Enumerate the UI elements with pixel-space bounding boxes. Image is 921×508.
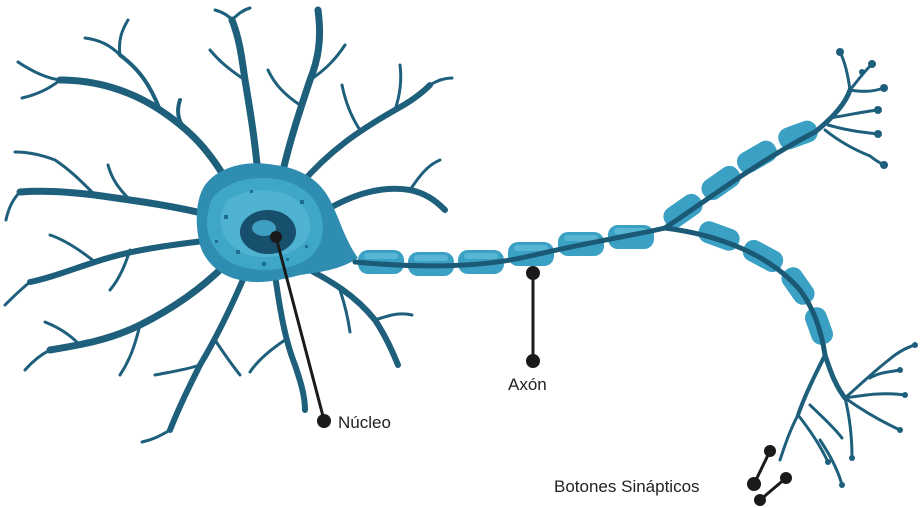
dendrite-branch <box>300 85 430 185</box>
terminal-branch <box>810 405 842 438</box>
dendrite-branch <box>60 80 232 190</box>
pointer-dot <box>747 477 761 491</box>
terminal-knob <box>880 84 888 92</box>
dendrite-branch <box>45 322 80 345</box>
terminal-branch <box>895 345 915 355</box>
terminal-branch <box>820 440 842 485</box>
pointer-dot <box>317 414 331 428</box>
terminal-branch <box>840 52 850 90</box>
terminal-branch <box>825 355 845 398</box>
terminal-branch <box>850 64 872 90</box>
dendrite-branch <box>15 152 55 160</box>
soma <box>197 163 358 282</box>
terminal-branch <box>798 415 828 462</box>
dendrite-branch <box>232 8 250 20</box>
terminal-branch <box>845 398 900 430</box>
myelin-sheath <box>358 118 836 348</box>
dendrite-branch <box>282 10 320 175</box>
terminal-knob <box>897 427 903 433</box>
terminal-branch <box>845 394 905 398</box>
dendrite-branch <box>215 340 240 375</box>
organelle-speck <box>305 245 308 248</box>
terminal-knob <box>902 392 908 398</box>
organelle-speck <box>250 190 253 193</box>
axon <box>355 118 836 355</box>
nucleus-label: Núcleo <box>338 413 391 432</box>
terminal-knob <box>849 455 855 461</box>
dendrite-branch <box>375 314 412 320</box>
pointer-dot <box>526 266 540 280</box>
terminal-knob <box>897 367 903 373</box>
terminal-branch <box>845 398 852 458</box>
dendrite-branch <box>85 38 120 55</box>
dendrite-branch <box>119 20 128 55</box>
pointer-dot <box>526 354 540 368</box>
dendrite-branch <box>18 62 60 80</box>
dendrite-branch <box>5 282 30 305</box>
dendrite-branch <box>232 20 258 175</box>
terminal-knob <box>836 48 844 56</box>
organelle-speck <box>300 200 304 204</box>
organelle-speck <box>236 250 240 254</box>
terminal-branch <box>825 130 870 156</box>
dendrite-branch <box>6 192 20 220</box>
terminal-knob <box>874 106 882 114</box>
myelin-highlights <box>364 228 648 261</box>
dendrite-branch <box>430 78 452 85</box>
axon-label: Axón <box>508 375 547 394</box>
dendrite-branch <box>25 350 50 370</box>
organelle-speck <box>215 240 218 243</box>
dendrite-branch <box>22 80 60 98</box>
pointers <box>270 231 792 506</box>
terminal-knob <box>868 60 876 68</box>
terminal-knob <box>912 342 918 348</box>
terminal-knob <box>859 69 865 75</box>
myelin-segment <box>697 162 744 204</box>
terminal-knob <box>825 459 831 465</box>
pointer-dot <box>764 445 776 457</box>
terminals-pointer <box>747 445 792 506</box>
terminal-branch <box>780 415 798 460</box>
axon-pointer <box>526 266 540 368</box>
myelin-highlight <box>464 253 498 259</box>
dendrite-branch <box>318 189 445 215</box>
dendrite-branch <box>20 191 210 215</box>
dendrite-branch <box>142 430 170 442</box>
pointer-dot <box>270 231 282 243</box>
dendrite-branch <box>215 10 232 20</box>
organelle-speck <box>286 258 289 261</box>
myelin-highlight <box>364 253 398 259</box>
myelin-highlight <box>514 245 548 251</box>
dendrite-branch <box>300 265 398 365</box>
dendrite-branch <box>250 340 285 372</box>
dendrite-branch <box>395 65 401 110</box>
dendrite-branch <box>268 70 300 105</box>
terminal-branch <box>828 125 878 134</box>
dendrite-branch <box>342 85 360 130</box>
pointer-dot <box>754 494 766 506</box>
terminal-knob <box>839 482 845 488</box>
organelle-speck <box>262 262 266 266</box>
axon-terminals <box>780 48 918 488</box>
myelin-highlight <box>414 255 448 261</box>
pointer-dot <box>780 472 792 484</box>
terminals-label: Botones Sinápticos <box>554 477 700 496</box>
dendrite-branch <box>50 235 95 262</box>
dendrite-branch <box>410 160 440 190</box>
terminal-knob <box>874 130 882 138</box>
terminal-knob <box>880 161 888 169</box>
terminal-branch <box>850 88 884 91</box>
organelle-speck <box>224 215 228 219</box>
